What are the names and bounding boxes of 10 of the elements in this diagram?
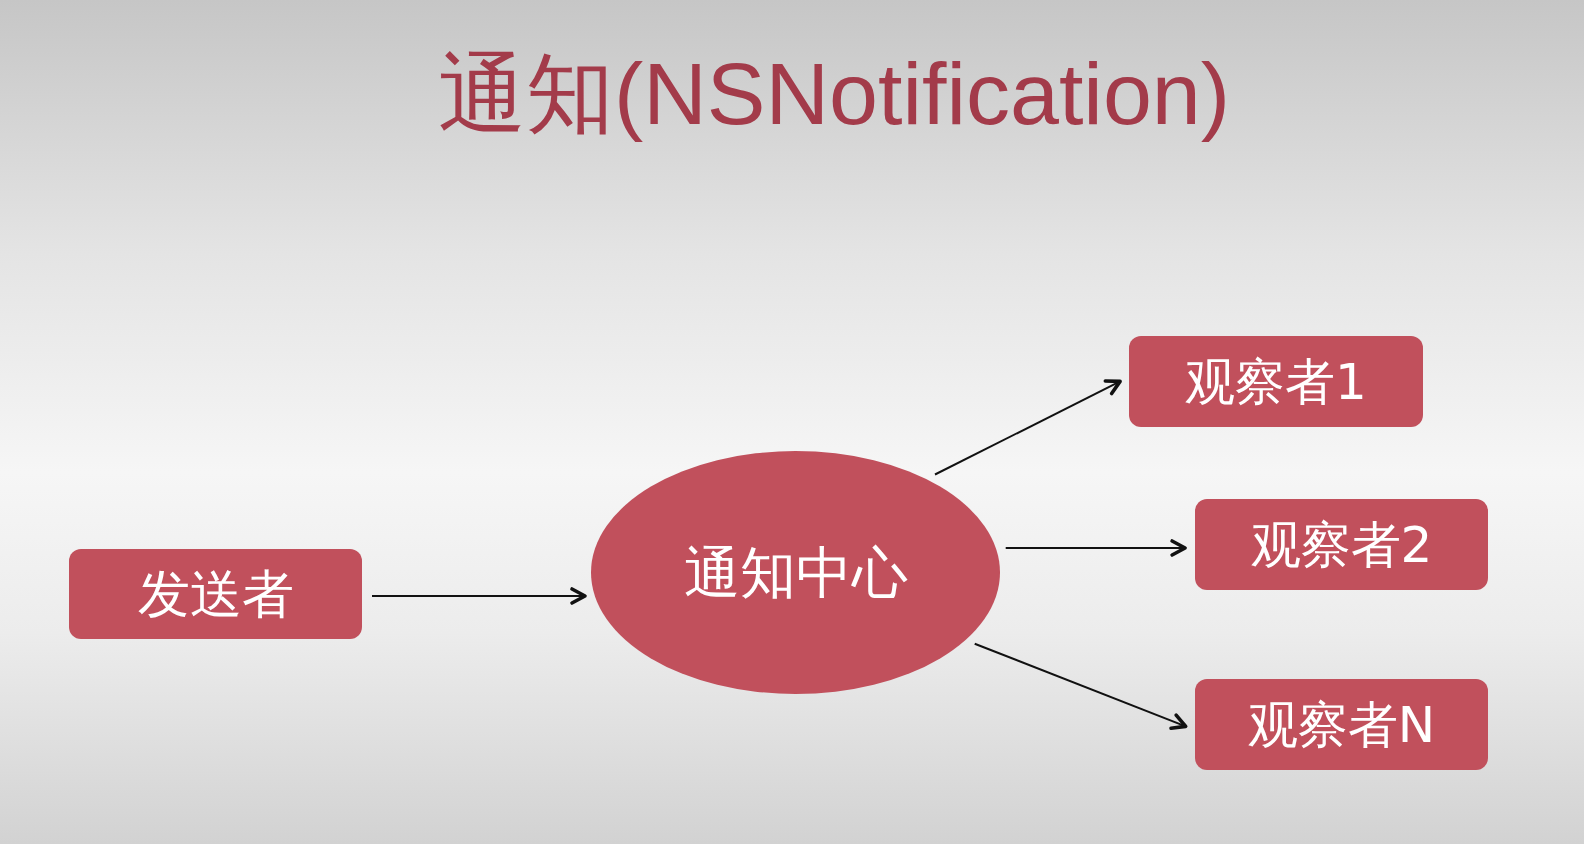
rounded-box: 观察者2 — [1195, 499, 1488, 590]
arrow — [371, 587, 587, 605]
rounded-box: 发送者 — [69, 549, 362, 639]
rounded-box: 观察者N — [1195, 679, 1488, 770]
ellipse-node: 通知中心 — [591, 451, 1000, 694]
rounded-box: 观察者1 — [1129, 336, 1423, 427]
arrow — [934, 379, 1122, 476]
arrow — [1004, 539, 1187, 557]
arrow — [973, 642, 1188, 730]
title: 通知(NSNotification) — [436, 43, 1232, 145]
